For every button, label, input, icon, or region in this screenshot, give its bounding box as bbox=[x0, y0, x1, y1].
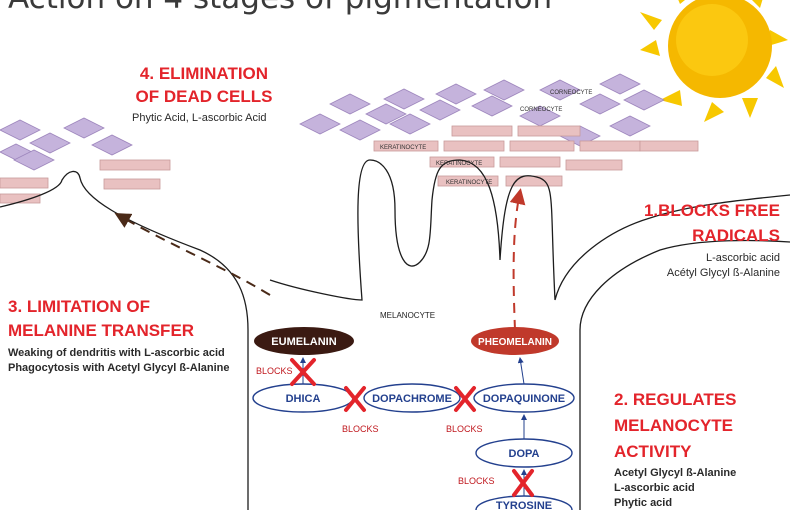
pheomelanin-label: PHEOMELANIN bbox=[478, 337, 552, 348]
transfer-heading-1: 3. LIMITATION OF bbox=[8, 297, 150, 316]
melanogenesis-pathway: EUMELANIN PHEOMELANIN DHICA DOPACHROME D… bbox=[252, 327, 575, 515]
elimination-heading-1: 4. ELIMINATION bbox=[140, 64, 268, 83]
keratinocyte-label-2: KERATINOCYTE bbox=[436, 161, 482, 167]
eumelanin-transfer-arrow bbox=[114, 213, 271, 296]
blocks-label-dopa: BLOCKS bbox=[458, 476, 495, 486]
pheomelanin-node bbox=[471, 327, 559, 355]
corneocyte-label-1: CORNEOCYTE bbox=[550, 90, 592, 96]
activity-agent-2: L-ascorbic acid bbox=[614, 482, 695, 494]
blocks-label-eumelanin: BLOCKS bbox=[256, 366, 293, 376]
keratinocyte-layer bbox=[373, 125, 699, 187]
elimination-heading-2: OF DEAD CELLS bbox=[136, 87, 273, 106]
eumelanin-label: EUMELANIN bbox=[271, 336, 336, 348]
activity-heading-2: MELANOCYTE bbox=[614, 416, 733, 435]
eumelanin-node bbox=[254, 327, 354, 355]
stage-free-radicals: 1.BLOCKS FREE RADICALS L-ascorbic acid A… bbox=[644, 201, 780, 279]
free-radicals-heading-1: 1.BLOCKS FREE bbox=[644, 201, 780, 220]
left-skin-layer bbox=[0, 117, 171, 204]
dopa-label: DOPA bbox=[509, 448, 540, 460]
blocks-label-dopachrome: BLOCKS bbox=[342, 424, 379, 434]
free-radicals-heading-2: RADICALS bbox=[692, 226, 780, 245]
stage-melanocyte-activity: 2. REGULATES MELANOCYTE ACTIVITY Acetyl … bbox=[614, 390, 736, 509]
keratinocyte-label-3: KERATINOCYTE bbox=[446, 180, 492, 186]
corneocyte-layer bbox=[299, 73, 665, 147]
transfer-agent-2: Phagocytosis with Acetyl Glycyl ß-Alanin… bbox=[8, 362, 229, 374]
blocks-label-dopaquinone: BLOCKS bbox=[446, 424, 483, 434]
elimination-agents: Phytic Acid, L-ascorbic Acid bbox=[132, 112, 267, 124]
activity-heading-1: 2. REGULATES bbox=[614, 390, 736, 409]
page-title: Action on 4 stages of pigmentation bbox=[8, 0, 552, 16]
transfer-heading-2: MELANINE TRANSFER bbox=[8, 321, 194, 340]
activity-agent-1: Acetyl Glycyl ß-Alanine bbox=[614, 467, 736, 479]
corneocyte-label-2: CORNEOCYTE bbox=[520, 107, 562, 113]
activity-agent-3: Phytic acid bbox=[614, 497, 672, 509]
pheomelanin-transfer-arrow bbox=[509, 188, 526, 331]
stage-transfer: 3. LIMITATION OF MELANINE TRANSFER Weaki… bbox=[8, 297, 229, 374]
melanocyte-outline bbox=[0, 159, 790, 510]
sun-icon bbox=[640, 0, 788, 122]
dopachrome-label: DOPACHROME bbox=[372, 393, 452, 405]
dopachrome-node bbox=[363, 383, 461, 413]
free-radicals-agent-1: L-ascorbic acid bbox=[706, 252, 780, 264]
tyrosine-label: TYROSINE bbox=[496, 500, 552, 510]
block-cross-icons bbox=[290, 358, 534, 497]
stage-elimination: 4. ELIMINATION OF DEAD CELLS Phytic Acid… bbox=[132, 64, 272, 124]
dopaquinone-label: DOPAQUINONE bbox=[483, 393, 565, 405]
melanocyte-label: MELANOCYTE bbox=[380, 311, 435, 320]
dhica-label: DHICA bbox=[286, 393, 321, 405]
free-radicals-agent-2: Acétyl Glycyl ß-Alanine bbox=[667, 267, 780, 279]
transfer-agent-1: Weaking of dendritis with L-ascorbic aci… bbox=[8, 347, 225, 359]
keratinocyte-label-1: KERATINOCYTE bbox=[380, 145, 426, 151]
activity-heading-3: ACTIVITY bbox=[614, 442, 692, 461]
